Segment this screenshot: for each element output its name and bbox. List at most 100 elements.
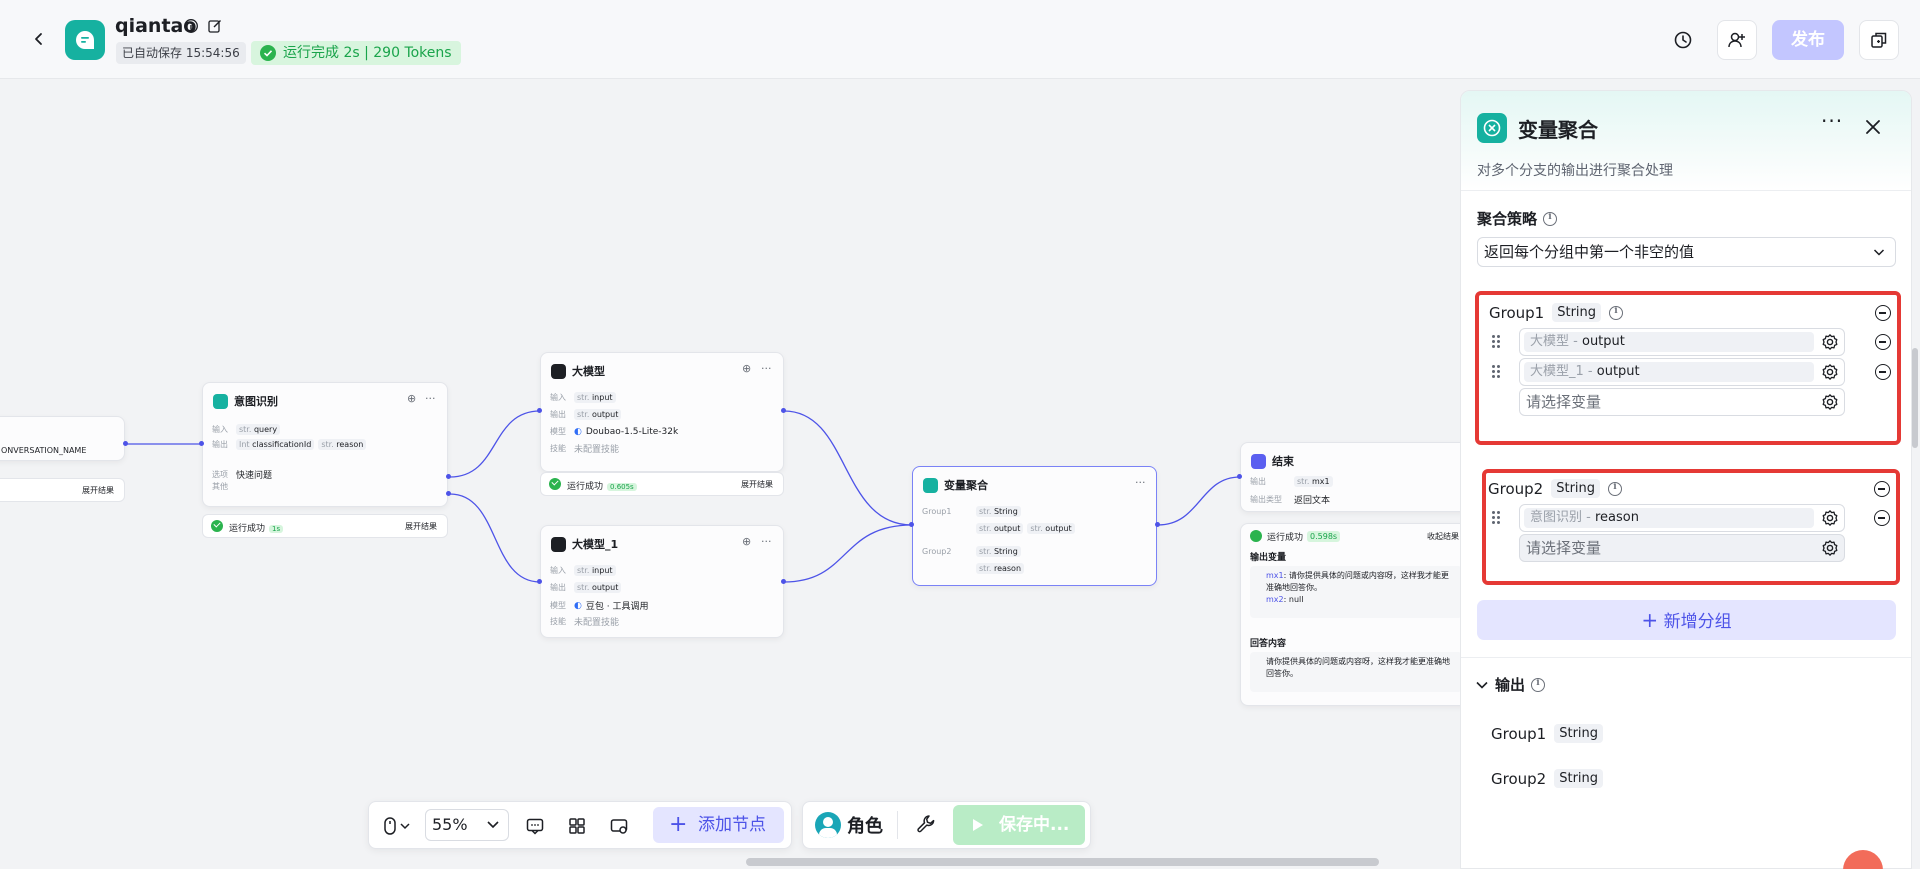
assistant-mascot-icon[interactable] bbox=[1843, 850, 1883, 869]
intent-other-row: 其他 bbox=[212, 482, 228, 491]
expand-result-link[interactable]: 展开结果 bbox=[405, 522, 437, 531]
gear-icon[interactable] bbox=[1821, 539, 1839, 557]
remove-group1-icon[interactable] bbox=[1875, 305, 1891, 321]
node-add-icon[interactable]: ⊕ bbox=[407, 392, 417, 405]
intent-node-out-port-2[interactable] bbox=[446, 491, 451, 496]
add-node-label: 添加节点 bbox=[698, 815, 766, 835]
mouse-icon bbox=[384, 817, 410, 835]
info-icon[interactable] bbox=[1543, 211, 1558, 226]
save-run-button[interactable]: 保存中... bbox=[953, 805, 1085, 845]
aggregator-in-port[interactable] bbox=[909, 522, 914, 527]
drag-handle-icon[interactable] bbox=[1492, 511, 1500, 525]
group1-var-field[interactable]: 大模型_1 - output bbox=[1519, 358, 1845, 386]
collapse-result-link[interactable]: 收起结果 bbox=[1427, 532, 1459, 541]
node-more-icon[interactable]: ··· bbox=[425, 392, 436, 405]
drag-handle-icon[interactable] bbox=[1492, 365, 1500, 379]
agg-group1-vars: str. output str. output bbox=[976, 523, 1075, 534]
edit-icon[interactable] bbox=[207, 18, 223, 34]
gear-icon[interactable] bbox=[1821, 333, 1839, 351]
minimap-button[interactable] bbox=[603, 810, 635, 842]
success-icon bbox=[1250, 530, 1262, 542]
info-icon[interactable] bbox=[1609, 305, 1624, 320]
remove-var-icon[interactable] bbox=[1875, 334, 1891, 350]
panel-description: 对多个分支的输出进行聚合处理 bbox=[1477, 163, 1673, 179]
node-add-icon[interactable]: ⊕ bbox=[742, 535, 752, 548]
group2-select-variable[interactable]: 请选择变量 bbox=[1519, 534, 1845, 562]
gear-icon[interactable] bbox=[1821, 393, 1839, 411]
add-node-button[interactable]: + 添加节点 bbox=[653, 807, 784, 843]
saving-label: 保存中... bbox=[999, 815, 1070, 835]
role-label: 角色 bbox=[847, 816, 883, 837]
back-arrow-icon[interactable] bbox=[27, 27, 51, 51]
intent-node[interactable]: 意图识别 ⊕ ··· 输入 str. query 输出 Int classifi… bbox=[202, 382, 448, 507]
remove-var-icon[interactable] bbox=[1875, 364, 1891, 380]
grid-layout-icon bbox=[569, 818, 585, 834]
play-icon bbox=[973, 819, 983, 831]
aggregator-out-port[interactable] bbox=[1155, 522, 1160, 527]
add-group-button[interactable]: + 新增分组 bbox=[1477, 600, 1896, 640]
close-icon[interactable] bbox=[1864, 118, 1882, 136]
end-node[interactable]: 结束 输出 str. mx1 输出类型 返回文本 bbox=[1240, 442, 1460, 512]
group1-section: Group1 String 大模型 - output 大模型_1 - outpu… bbox=[1475, 291, 1901, 445]
info-icon[interactable] bbox=[183, 18, 199, 34]
wrench-icon bbox=[917, 815, 935, 833]
role-button[interactable]: 角色 bbox=[815, 809, 883, 841]
debug-tool-button[interactable] bbox=[915, 813, 937, 839]
mouse-mode-button[interactable] bbox=[377, 810, 417, 842]
layout-button[interactable] bbox=[561, 810, 593, 842]
group2-section: Group2 String 意图识别 - reason 请选择变量 bbox=[1482, 469, 1900, 585]
group2-var-field[interactable]: 意图识别 - reason bbox=[1519, 504, 1845, 532]
workflow-canvas[interactable]: ONVERSATION_NAME 展开结果 意图识别 ⊕ ··· 输入 str.… bbox=[0, 80, 1460, 869]
run-status-badge: 运行完成 2s | 290 Tokens bbox=[251, 41, 461, 65]
aggregator-node[interactable]: 变量聚合 ··· Group1 str. String str. output … bbox=[912, 466, 1157, 586]
llm-node-out-port[interactable] bbox=[781, 408, 786, 413]
node-add-icon[interactable]: ⊕ bbox=[742, 362, 752, 375]
gear-icon[interactable] bbox=[1821, 363, 1839, 381]
intent-node-out-port-1[interactable] bbox=[446, 474, 451, 479]
aggregate-icon bbox=[1477, 113, 1507, 143]
history-icon[interactable] bbox=[1663, 20, 1703, 60]
more-options-icon[interactable]: ··· bbox=[1821, 109, 1844, 133]
expand-result-link[interactable]: 展开结果 bbox=[741, 480, 773, 489]
intent-icon bbox=[213, 393, 228, 409]
copy-button[interactable] bbox=[1859, 20, 1899, 60]
expand-result-link[interactable]: 展开结果 bbox=[82, 486, 114, 495]
start-node[interactable]: ONVERSATION_NAME bbox=[0, 416, 125, 461]
drag-handle-icon[interactable] bbox=[1492, 335, 1500, 349]
add-collaborator-icon bbox=[1728, 32, 1745, 48]
intent-node-in-port[interactable] bbox=[199, 441, 204, 446]
node-more-icon[interactable]: ··· bbox=[761, 535, 772, 548]
remove-group2-icon[interactable] bbox=[1874, 481, 1890, 497]
llm-node-in-port[interactable] bbox=[537, 408, 542, 413]
success-icon bbox=[549, 478, 561, 490]
remove-var-icon[interactable] bbox=[1874, 510, 1890, 526]
info-icon[interactable] bbox=[1608, 481, 1623, 496]
gear-icon[interactable] bbox=[1821, 509, 1839, 527]
comment-button[interactable] bbox=[519, 810, 551, 842]
info-icon[interactable] bbox=[1531, 677, 1546, 692]
end-node-in-port[interactable] bbox=[1237, 474, 1242, 479]
llm1-node-out-port[interactable] bbox=[781, 579, 786, 584]
publish-button[interactable]: 发布 bbox=[1772, 20, 1844, 60]
horizontal-scrollbar[interactable] bbox=[746, 858, 1379, 866]
llm-node[interactable]: 大模型 ⊕ ··· 输入 str. input 输出 str. output 模… bbox=[540, 352, 784, 472]
plus-icon: + bbox=[669, 812, 688, 837]
group1-select-variable[interactable]: 请选择变量 bbox=[1519, 388, 1845, 416]
output-section-toggle[interactable]: 输出 bbox=[1475, 674, 1546, 695]
start-node-port[interactable] bbox=[123, 441, 128, 446]
end-kind-row: 输出类型 返回文本 bbox=[1250, 495, 1331, 506]
add-collaborator-button[interactable] bbox=[1717, 20, 1757, 60]
llm-skill-row: 技能 未配置技能 bbox=[550, 444, 620, 455]
node-more-icon[interactable]: ··· bbox=[1135, 476, 1146, 489]
llm1-node-in-port[interactable] bbox=[537, 579, 542, 584]
panel-scrollbar[interactable] bbox=[1912, 348, 1918, 448]
strategy-label: 聚合策略 bbox=[1477, 208, 1558, 229]
node-more-icon[interactable]: ··· bbox=[761, 362, 772, 375]
group1-type: String bbox=[1552, 303, 1602, 322]
llm-model-row: 模型 ◐ Doubao-1.5-Lite-32k bbox=[550, 426, 679, 437]
zoom-select[interactable]: 55% bbox=[425, 809, 509, 841]
strategy-select[interactable]: 返回每个分组中第一个非空的值 bbox=[1477, 237, 1896, 267]
llm1-node[interactable]: 大模型_1 ⊕ ··· 输入 str. input 输出 str. output… bbox=[540, 525, 784, 638]
group1-var-field[interactable]: 大模型 - output bbox=[1519, 328, 1845, 356]
